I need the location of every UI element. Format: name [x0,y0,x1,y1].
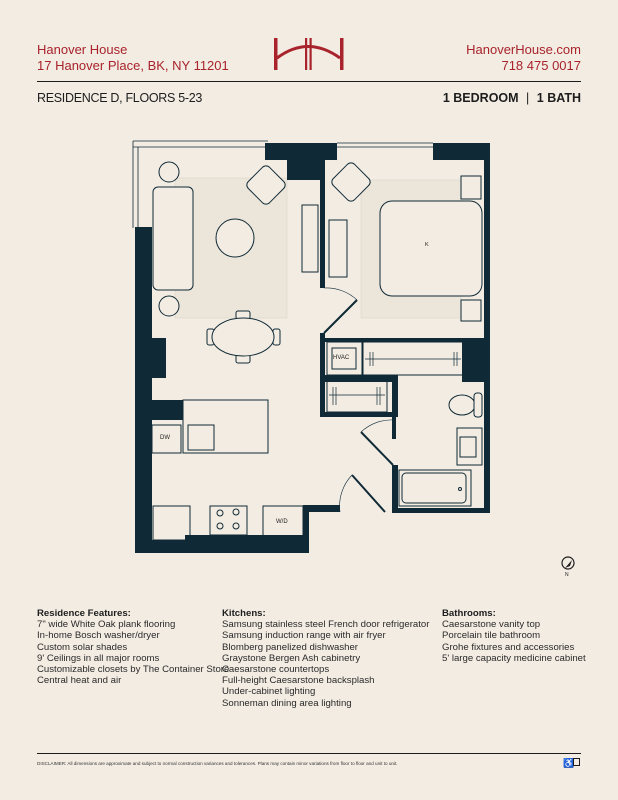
hh-logo [274,38,344,70]
feature-item: Grohe fixtures and accessories [442,641,575,653]
dishwasher-label: DW [160,435,170,441]
dining-table [211,317,275,357]
bed-label: K [425,242,429,248]
header-divider [37,81,581,82]
sofa [152,186,194,291]
feature-item: Custom solar shades [37,641,128,653]
disclaimer: DISCLAIMER: All dimensions are approxima… [37,761,398,766]
coffee-table [215,218,255,258]
feature-item: Porcelain tile bathroom [442,630,541,642]
feature-item: Under-cabinet lighting [222,686,316,698]
feature-item: Blomberg panelized dishwasher [222,641,358,653]
floor-plan [132,140,490,553]
walls [135,143,490,553]
bed [379,200,483,297]
header-right: HanoverHouse.com 718 475 0017 [466,42,581,74]
washer-dryer-label: W/D [276,519,288,525]
separator: | [526,91,530,105]
feature-item: Graystone Bergen Ash cabinetry [222,652,361,664]
residence-features: Residence Features: 7" wide White Oak pl… [37,608,229,686]
building-name: Hanover House [37,42,128,57]
phone-number[interactable]: 718 475 0017 [501,58,581,73]
accessibility-icon: ♿ [563,758,575,768]
website-link[interactable]: HanoverHouse.com [466,42,581,57]
feature-item: 7" wide White Oak plank flooring [37,619,176,631]
equal-housing-icon [573,758,580,766]
feature-item: Samsung stainless steel French door refr… [222,619,430,631]
north-compass-icon [561,556,575,570]
feature-item: 9' Ceilings in all major rooms [37,652,160,664]
bed-bath-summary: 1 BEDROOM | 1 BATH [443,91,581,105]
feature-item: Samsung induction range with air fryer [222,630,386,642]
feature-item: Central heat and air [37,675,122,687]
building-address: 17 Hanover Place, BK, NY 11201 [37,58,229,73]
residence-title: RESIDENCE D, FLOORS 5-23 [37,91,203,105]
feature-item: Sonneman dining area lighting [222,697,352,709]
kitchen-features: Kitchens: Samsung stainless steel French… [222,608,429,709]
feature-item: Caesarstone countertops [222,664,330,676]
feature-item: Full-height Caesarstone backsplash [222,675,375,687]
kitchens-heading: Kitchens: [222,608,266,619]
features-heading: Residence Features: [37,608,131,619]
footer-divider [37,753,581,754]
hvac-label: HVAC [333,355,350,361]
bathroom-features: Bathrooms: Caesarstone vanity top Porcel… [442,608,586,664]
compass-label: N [565,572,569,578]
feature-item: Customizable closets by The Container St… [37,664,230,676]
feature-item: Caesarstone vanity top [442,619,541,631]
bath-count: 1 BATH [536,91,581,105]
bathrooms-heading: Bathrooms: [442,608,496,619]
header-left: Hanover House 17 Hanover Place, BK, NY 1… [37,42,229,74]
bedroom-count: 1 BEDROOM [442,91,519,105]
feature-item: In-home Bosch washer/dryer [37,630,160,642]
feature-item: 5' large capacity medicine cabinet [442,652,586,664]
